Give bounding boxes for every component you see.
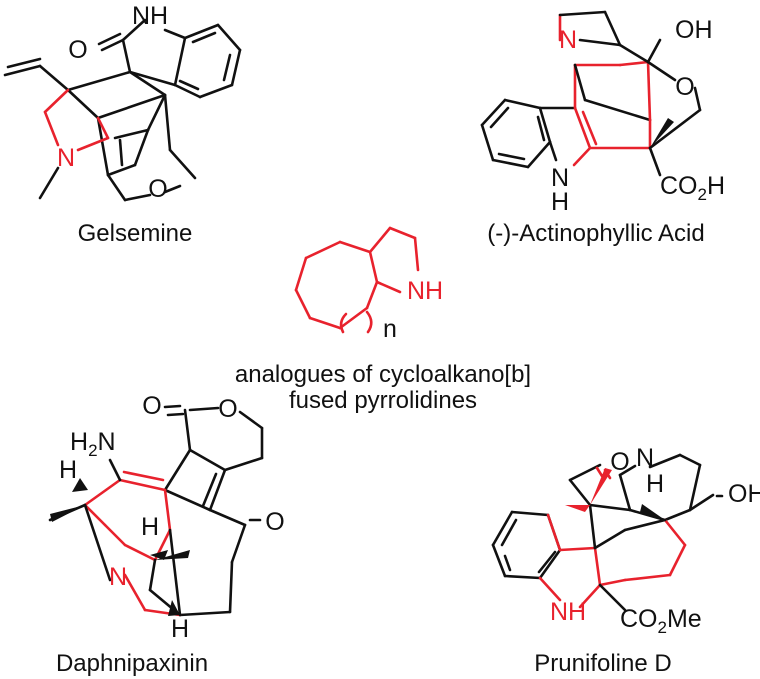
prunifoline-d-caption: Prunifoline D: [534, 650, 671, 677]
daphnipaxinin-h-center: H: [141, 513, 159, 541]
actinophyllic-acid-caption: (-)-Actinophyllic Acid: [487, 220, 704, 247]
actinophyllic-indole-nh-h: H: [551, 188, 569, 216]
daphnipaxinin-carbonyl-oxygen: O: [142, 392, 161, 420]
scaffold-nh-label: NH: [407, 277, 443, 305]
daphnipaxinin-caption: Daphnipaxinin: [56, 650, 208, 677]
prunifoline-nh-label: NH: [550, 598, 586, 626]
daphnipaxinin-h-bottom: H: [171, 615, 189, 643]
daphnipaxinin-amine-label: H2N: [70, 428, 116, 460]
actinophyllic-acid-structure: N OH O N H CO2H: [480, 10, 725, 216]
daphnipaxinin-h-left: H: [59, 456, 77, 484]
actinophyllic-indole-nh-n: N: [551, 164, 569, 192]
actinophyllic-nitrogen-label: N: [559, 26, 577, 54]
prunifoline-nitrogen-label: N: [636, 444, 654, 472]
center-caption-line2: fused pyrrolidines: [289, 387, 477, 414]
cycloalkano-pyrrolidine-scaffold: NH n: [294, 226, 443, 343]
gelsemine-caption: Gelsemine: [78, 220, 193, 247]
center-caption-line1: analogues of cycloalkano[b]: [235, 361, 531, 388]
daphnipaxinin-lactone-oxygen: O: [218, 395, 237, 423]
gelsemine-nh-label: NH: [132, 2, 168, 30]
prunifoline-d-structure: N H O OH NH CO2Me: [491, 444, 760, 637]
daphnipaxinin-nitrogen-label: N: [109, 563, 127, 591]
daphnipaxinin-structure: H2N O O O H H H N: [48, 392, 285, 643]
daphnipaxinin-ketone-oxygen: O: [265, 508, 284, 536]
gelsemine-ether-oxygen-label: O: [148, 175, 167, 203]
prunifoline-h-label: H: [646, 470, 664, 498]
gelsemine-oxygen-label: O: [68, 36, 87, 64]
actinophyllic-oh-label: OH: [675, 16, 713, 44]
actinophyllic-ether-oxygen-label: O: [675, 73, 694, 101]
actinophyllic-carboxyl-label: CO2H: [660, 172, 725, 204]
prunifoline-oh-label: OH: [728, 480, 760, 508]
prunifoline-ester-label: CO2Me: [620, 605, 702, 637]
gelsemine-nitrogen-label: N: [57, 144, 75, 172]
gelsemine-structure: O NH N O: [3, 2, 242, 203]
prunifoline-carbonyl-oxygen: O: [610, 448, 629, 476]
ring-size-label: n: [383, 315, 397, 343]
